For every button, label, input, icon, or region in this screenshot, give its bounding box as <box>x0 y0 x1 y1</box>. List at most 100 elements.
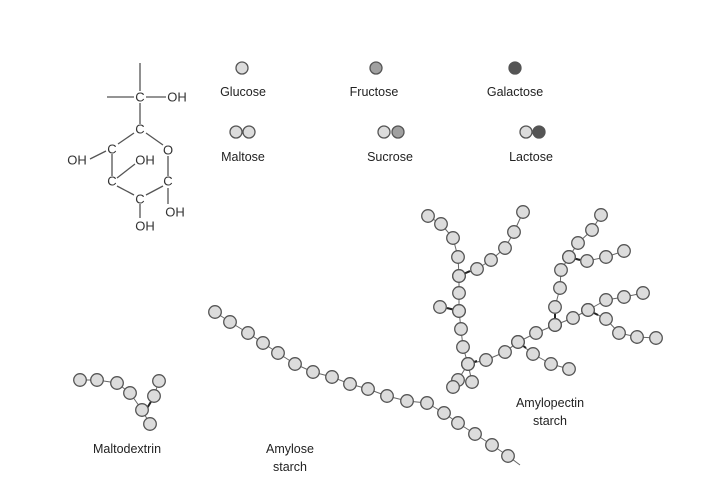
amylopectin-glucose <box>434 217 448 231</box>
amylose-glucose <box>343 377 357 391</box>
maltodextrin-glucose <box>123 386 137 400</box>
galactose-label: Galactose <box>487 85 543 99</box>
amylopectin-glucose <box>649 331 663 345</box>
amylopectin-glucose <box>498 345 512 359</box>
amylopectin-glucose <box>465 375 479 389</box>
amylose-label-line1: Amylose <box>266 442 314 456</box>
amylopectin-glucose <box>562 250 576 264</box>
amylopectin-glucose <box>594 208 608 222</box>
amylopectin-glucose <box>617 290 631 304</box>
hydroxyl-group: OH <box>135 153 155 168</box>
maltodextrin-glucose <box>147 389 161 403</box>
amylopectin-glucose <box>548 300 562 314</box>
amylose-glucose <box>485 438 499 452</box>
amylopectin-glucose <box>548 318 562 332</box>
maltodextrin-glucose <box>110 376 124 390</box>
amylose-glucose <box>223 315 237 329</box>
amylose-glucose <box>325 370 339 384</box>
lactose-galactose-icon <box>532 125 546 139</box>
maltodextrin-glucose <box>90 373 104 387</box>
amylopectin-glucose <box>511 335 525 349</box>
amylopectin-glucose <box>612 326 626 340</box>
maltose-label: Maltose <box>221 150 265 164</box>
amylose-glucose <box>306 365 320 379</box>
carbon-atom: C <box>135 192 144 207</box>
amylopectin-glucose <box>454 322 468 336</box>
amylose-glucose <box>241 326 255 340</box>
maltodextrin-glucose <box>73 373 87 387</box>
ring-oxygen-atom: O <box>163 143 173 158</box>
amylopectin-glucose <box>451 250 465 264</box>
amylopectin-glucose <box>498 241 512 255</box>
amylopectin-glucose <box>544 357 558 371</box>
amylose-glucose <box>380 389 394 403</box>
amylose-glucose <box>420 396 434 410</box>
amylose-glucose <box>468 427 482 441</box>
sucrose-fructose-icon <box>391 125 405 139</box>
amylose-glucose <box>256 336 270 350</box>
lactose-glucose-icon <box>519 125 533 139</box>
glucose-label: Glucose <box>220 85 266 99</box>
amylopectin-glucose <box>571 236 585 250</box>
maltose-glucose-icon <box>229 125 243 139</box>
amylopectin-glucose <box>479 353 493 367</box>
carbon-atom: C <box>107 142 116 157</box>
amylopectin-glucose <box>566 311 580 325</box>
amylopectin-glucose <box>446 380 460 394</box>
amylopectin-glucose <box>461 357 475 371</box>
glucose-icon <box>235 61 249 75</box>
amylopectin-label-line2: starch <box>533 414 567 428</box>
amylopectin-glucose <box>585 223 599 237</box>
carbon-atom: C <box>135 90 144 105</box>
amylose-glucose <box>208 305 222 319</box>
amylopectin-glucose <box>456 340 470 354</box>
sucrose-label: Sucrose <box>367 150 413 164</box>
amylopectin-glucose <box>516 205 530 219</box>
amylose-glucose <box>437 406 451 420</box>
amylopectin-glucose <box>636 286 650 300</box>
amylopectin-glucose <box>599 312 613 326</box>
amylopectin-glucose <box>470 262 484 276</box>
hydroxyl-group: OH <box>167 90 187 105</box>
carbon-atom: C <box>163 174 172 189</box>
galactose-icon <box>508 61 522 75</box>
amylose-glucose <box>501 449 515 463</box>
amylopectin-glucose <box>580 254 594 268</box>
hydroxyl-group: OH <box>165 205 185 220</box>
amylopectin-glucose <box>446 231 460 245</box>
sucrose-glucose-icon <box>377 125 391 139</box>
amylopectin-glucose <box>452 286 466 300</box>
amylopectin-glucose <box>452 304 466 318</box>
amylose-glucose <box>271 346 285 360</box>
amylopectin-glucose <box>562 362 576 376</box>
amylose-glucose <box>288 357 302 371</box>
amylopectin-glucose <box>526 347 540 361</box>
amylopectin-glucose <box>507 225 521 239</box>
fructose-icon <box>369 61 383 75</box>
maltodextrin-glucose <box>135 403 149 417</box>
amylopectin-glucose <box>529 326 543 340</box>
maltodextrin-glucose <box>143 417 157 431</box>
maltodextrin-glucose <box>152 374 166 388</box>
maltose-glucose-icon <box>242 125 256 139</box>
amylopectin-glucose <box>421 209 435 223</box>
amylopectin-glucose <box>630 330 644 344</box>
carbon-atom: C <box>135 122 144 137</box>
sugar-units <box>73 61 663 466</box>
amylose-glucose <box>361 382 375 396</box>
hydroxyl-group: OH <box>67 153 87 168</box>
maltodextrin-label: Maltodextrin <box>93 442 161 456</box>
amylopectin-glucose <box>554 263 568 277</box>
hydroxyl-group: OH <box>135 219 155 234</box>
amylopectin-glucose <box>452 269 466 283</box>
amylopectin-glucose <box>599 293 613 307</box>
lactose-label: Lactose <box>509 150 553 164</box>
fructose-label: Fructose <box>350 85 399 99</box>
amylopectin-glucose <box>581 303 595 317</box>
amylopectin-glucose <box>599 250 613 264</box>
glucose-structural-formula: C OH C O C OH OH C C C OH OH <box>67 63 187 234</box>
amylose-label-line2: starch <box>273 460 307 474</box>
amylopectin-glucose <box>484 253 498 267</box>
amylopectin-glucose <box>553 281 567 295</box>
